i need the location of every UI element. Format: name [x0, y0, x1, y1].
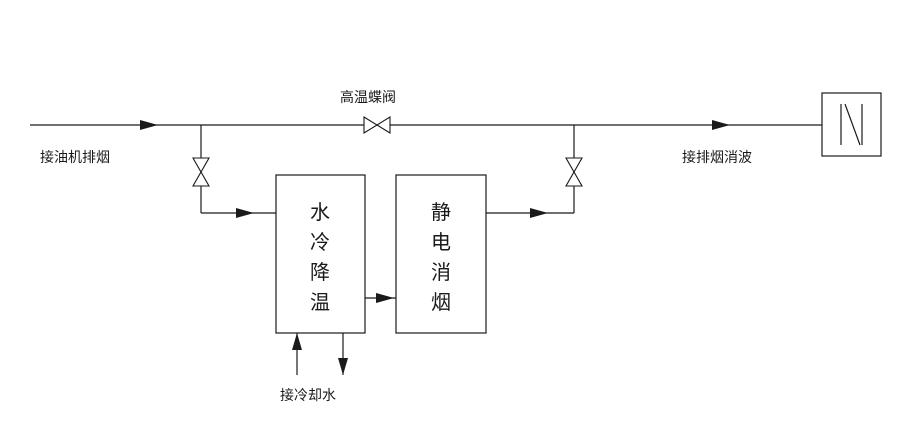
- cooler-to-esp-arrow: [376, 293, 394, 303]
- outlet-label: 接排烟消波: [682, 149, 752, 166]
- left-branch-valve: [192, 157, 210, 187]
- water-cooler-char: 水: [310, 200, 330, 224]
- butterfly-valve: [363, 116, 391, 134]
- electrostatic-char: 烟: [431, 290, 451, 314]
- water-cooler-char: 冷: [310, 230, 330, 254]
- outlet-arrow: [712, 120, 730, 130]
- cooling-water-label: 接冷却水: [280, 387, 336, 404]
- right-branch-valve: [565, 157, 583, 187]
- water-cooler-char: 温: [310, 290, 330, 314]
- electrostatic-char: 消: [431, 260, 451, 284]
- silencer-box: [821, 92, 882, 157]
- electrostatic-box: [395, 174, 487, 334]
- silencer-symbol: [840, 103, 863, 146]
- inlet-arrow: [140, 120, 158, 130]
- inlet-label: 接油机排烟: [40, 149, 110, 166]
- cooling-water-out-arrow: [338, 358, 348, 375]
- cooling-water-in-arrow: [292, 333, 302, 350]
- left-feed-arrow: [236, 208, 254, 218]
- right-return-arrow: [530, 208, 548, 218]
- water-cooler-char: 降: [310, 260, 330, 284]
- electrostatic-char: 静: [431, 200, 451, 224]
- water-cooler-box: [275, 174, 366, 334]
- butterfly-valve-label: 高温蝶阀: [340, 89, 396, 106]
- electrostatic-char: 电: [431, 230, 451, 254]
